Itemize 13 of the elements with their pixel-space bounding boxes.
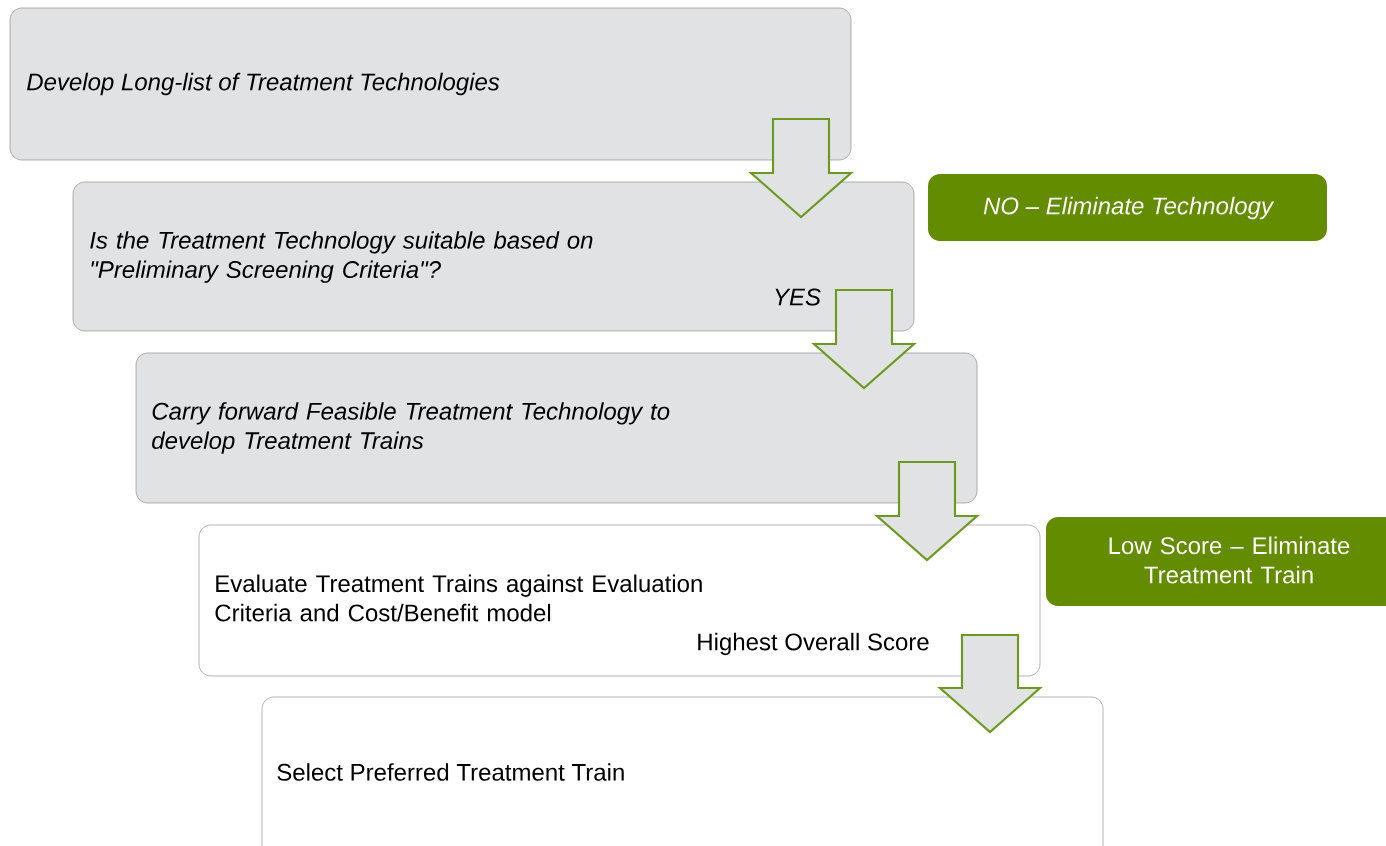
- node-text: Evaluate Treatment Trains against Evaluation Criteria and Cost/Benefit model: [215, 574, 702, 622]
- block-arrow: [748, 117, 854, 219]
- block-arrow: [811, 288, 917, 390]
- node-text: NO – Eliminate Technology: [983, 196, 1275, 220]
- block-arrow: [874, 460, 980, 562]
- node-text: Select Preferred Treatment Train: [277, 763, 624, 781]
- node-text: Develop Long-list of Treatment Technologies: [27, 72, 500, 96]
- node-label: Highest Overall Score: [698, 632, 929, 656]
- node-label: YES: [775, 288, 821, 306]
- node-text: Low Score – Eliminate Treatment Train: [1109, 536, 1350, 584]
- block-arrow: [937, 633, 1043, 734]
- node-text: Is the Treatment Technology suitable based on "Preliminary Screening Criteria"?: [90, 231, 593, 283]
- node-text: Carry forward Feasible Treatment Technology to develop Treatment Trains: [152, 402, 670, 454]
